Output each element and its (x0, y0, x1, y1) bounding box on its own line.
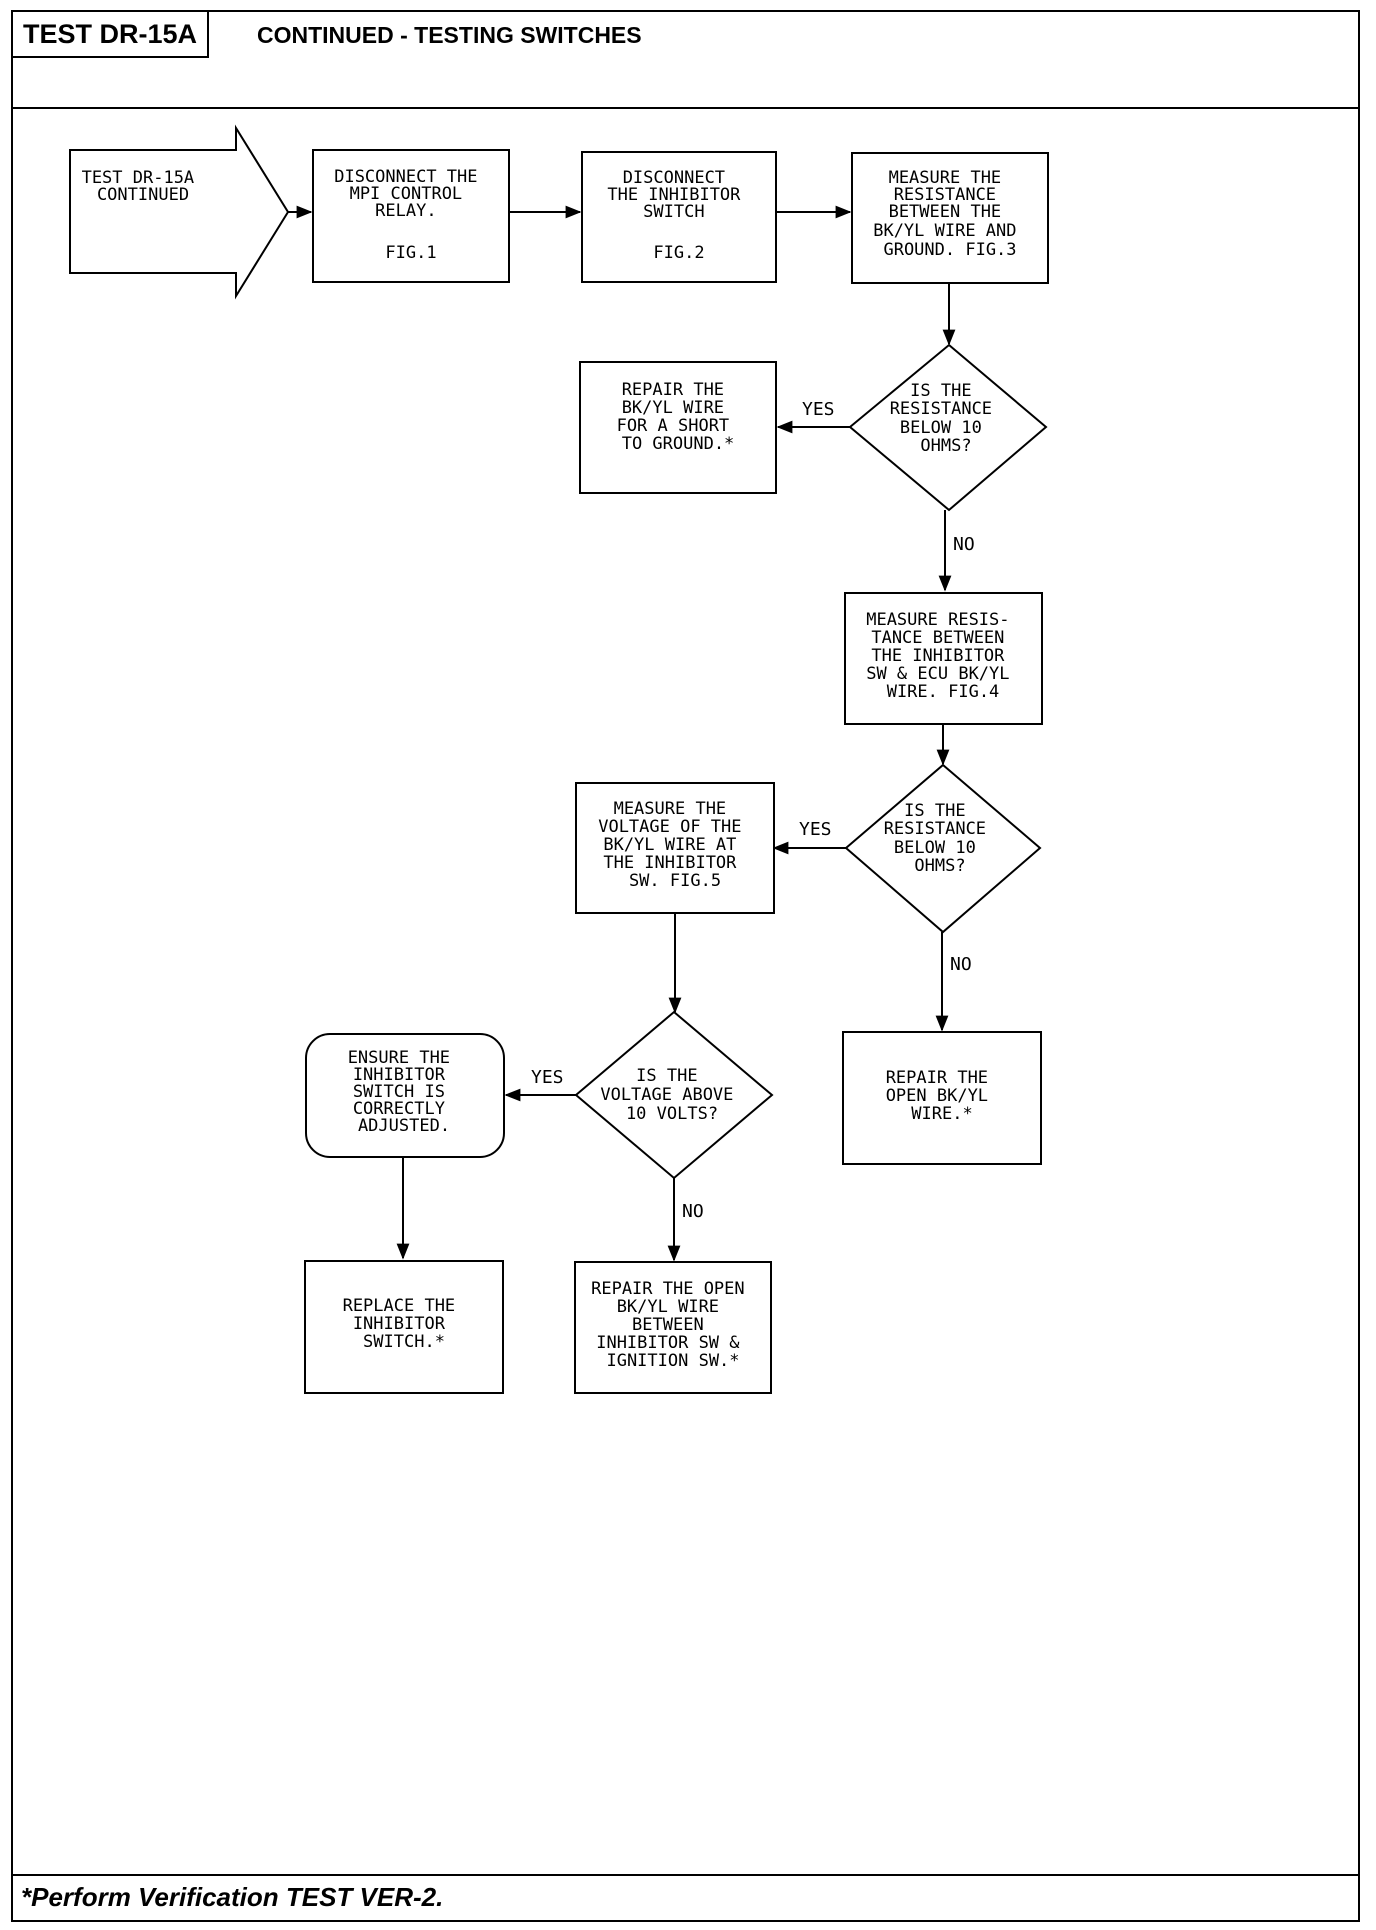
step-disconnect-inhibitor-switch: DISCONNECT THE INHIBITOR SWITCH FIG.2 (581, 151, 777, 283)
decision1-yes-label: YES (802, 399, 835, 420)
decision-voltage-above-10: IS THE VOLTAGE ABOVE 10 VOLTS? (574, 1010, 774, 1180)
start-arrow-shape (69, 124, 290, 300)
box (581, 151, 777, 283)
verification-note: *Perform Verification TEST VER-2. (21, 1882, 444, 1912)
step-text: DISCONNECT THE MPI CONTROL RELAY. FIG.1 (334, 167, 488, 263)
footer-bar: *Perform Verification TEST VER-2. (13, 1874, 1358, 1920)
box (844, 592, 1043, 725)
box (574, 1261, 772, 1394)
replace-text: REPLACE THE INHIBITOR SWITCH.* (343, 1296, 466, 1352)
step-ensure-adjusted: ENSURE THE INHIBITOR SWITCH IS CORRECTLY… (305, 1033, 505, 1158)
repair-text: REPAIR THE OPEN BK/YL WIRE.* (886, 1068, 999, 1124)
decision1-no-label: NO (953, 534, 975, 555)
box (842, 1031, 1042, 1165)
diamond (574, 1010, 774, 1180)
replace-inhibitor-switch: REPLACE THE INHIBITOR SWITCH.* (304, 1260, 504, 1394)
step-text: MEASURE THE VOLTAGE OF THE BK/YL WIRE AT… (598, 799, 752, 891)
step-text: ENSURE THE INHIBITOR SWITCH IS CORRECTLY… (348, 1048, 461, 1136)
step-text: MEASURE RESIS- TANCE BETWEEN THE INHIBIT… (866, 610, 1020, 702)
step-text: DISCONNECT THE INHIBITOR SWITCH FIG.2 (607, 168, 750, 263)
decision-resistance-below-10-b: IS THE RESISTANCE BELOW 10 OHMS? (844, 763, 1042, 934)
decision3-no-label: NO (682, 1201, 704, 1222)
repair-open-wire: REPAIR THE OPEN BK/YL WIRE.* (842, 1031, 1042, 1165)
repair-text: REPAIR THE OPEN BK/YL WIRE BETWEEN INHIB… (591, 1279, 755, 1371)
start-text: TEST DR-15A CONTINUED (82, 168, 205, 205)
test-id-label: TEST DR-15A (13, 12, 210, 58)
diamond (848, 343, 1048, 512)
page-title: CONTINUED - TESTING SWITCHES (257, 22, 642, 48)
step-measure-voltage: MEASURE THE VOLTAGE OF THE BK/YL WIRE AT… (575, 782, 775, 914)
decision2-yes-label: YES (799, 819, 832, 840)
page-frame: TEST DR-15A CONTINUED - TESTING SWITCHES… (11, 10, 1360, 1922)
step-disconnect-mpi-relay: DISCONNECT THE MPI CONTROL RELAY. FIG.1 (312, 149, 510, 283)
repair-text: REPAIR THE BK/YL WIRE FOR A SHORT TO GRO… (617, 380, 740, 454)
box (579, 361, 777, 494)
rounded-box (305, 1033, 505, 1158)
box (304, 1260, 504, 1394)
box (312, 149, 510, 283)
box (575, 782, 775, 914)
repair-short-to-ground: REPAIR THE BK/YL WIRE FOR A SHORT TO GRO… (579, 361, 777, 494)
decision-resistance-below-10-a: IS THE RESISTANCE BELOW 10 OHMS? (848, 343, 1048, 512)
decision3-yes-label: YES (531, 1067, 564, 1088)
step-measure-resistance-ground: MEASURE THE RESISTANCE BETWEEN THE BK/YL… (851, 152, 1049, 284)
step-text: MEASURE THE RESISTANCE BETWEEN THE BK/YL… (873, 168, 1027, 260)
header-bar: TEST DR-15A CONTINUED - TESTING SWITCHES (13, 12, 1358, 109)
repair-open-wire-ignition: REPAIR THE OPEN BK/YL WIRE BETWEEN INHIB… (574, 1261, 772, 1394)
step-measure-resistance-ecu: MEASURE RESIS- TANCE BETWEEN THE INHIBIT… (844, 592, 1043, 725)
decision2-no-label: NO (950, 954, 972, 975)
decision-text: IS THE RESISTANCE BELOW 10 OHMS? (884, 801, 997, 876)
connectors (288, 205, 956, 1262)
box (851, 152, 1049, 284)
decision-text: IS THE VOLTAGE ABOVE 10 VOLTS? (600, 1066, 743, 1124)
decision-text: IS THE RESISTANCE BELOW 10 OHMS? (890, 381, 1003, 456)
start-node: TEST DR-15A CONTINUED (69, 124, 290, 300)
diamond (844, 763, 1042, 934)
